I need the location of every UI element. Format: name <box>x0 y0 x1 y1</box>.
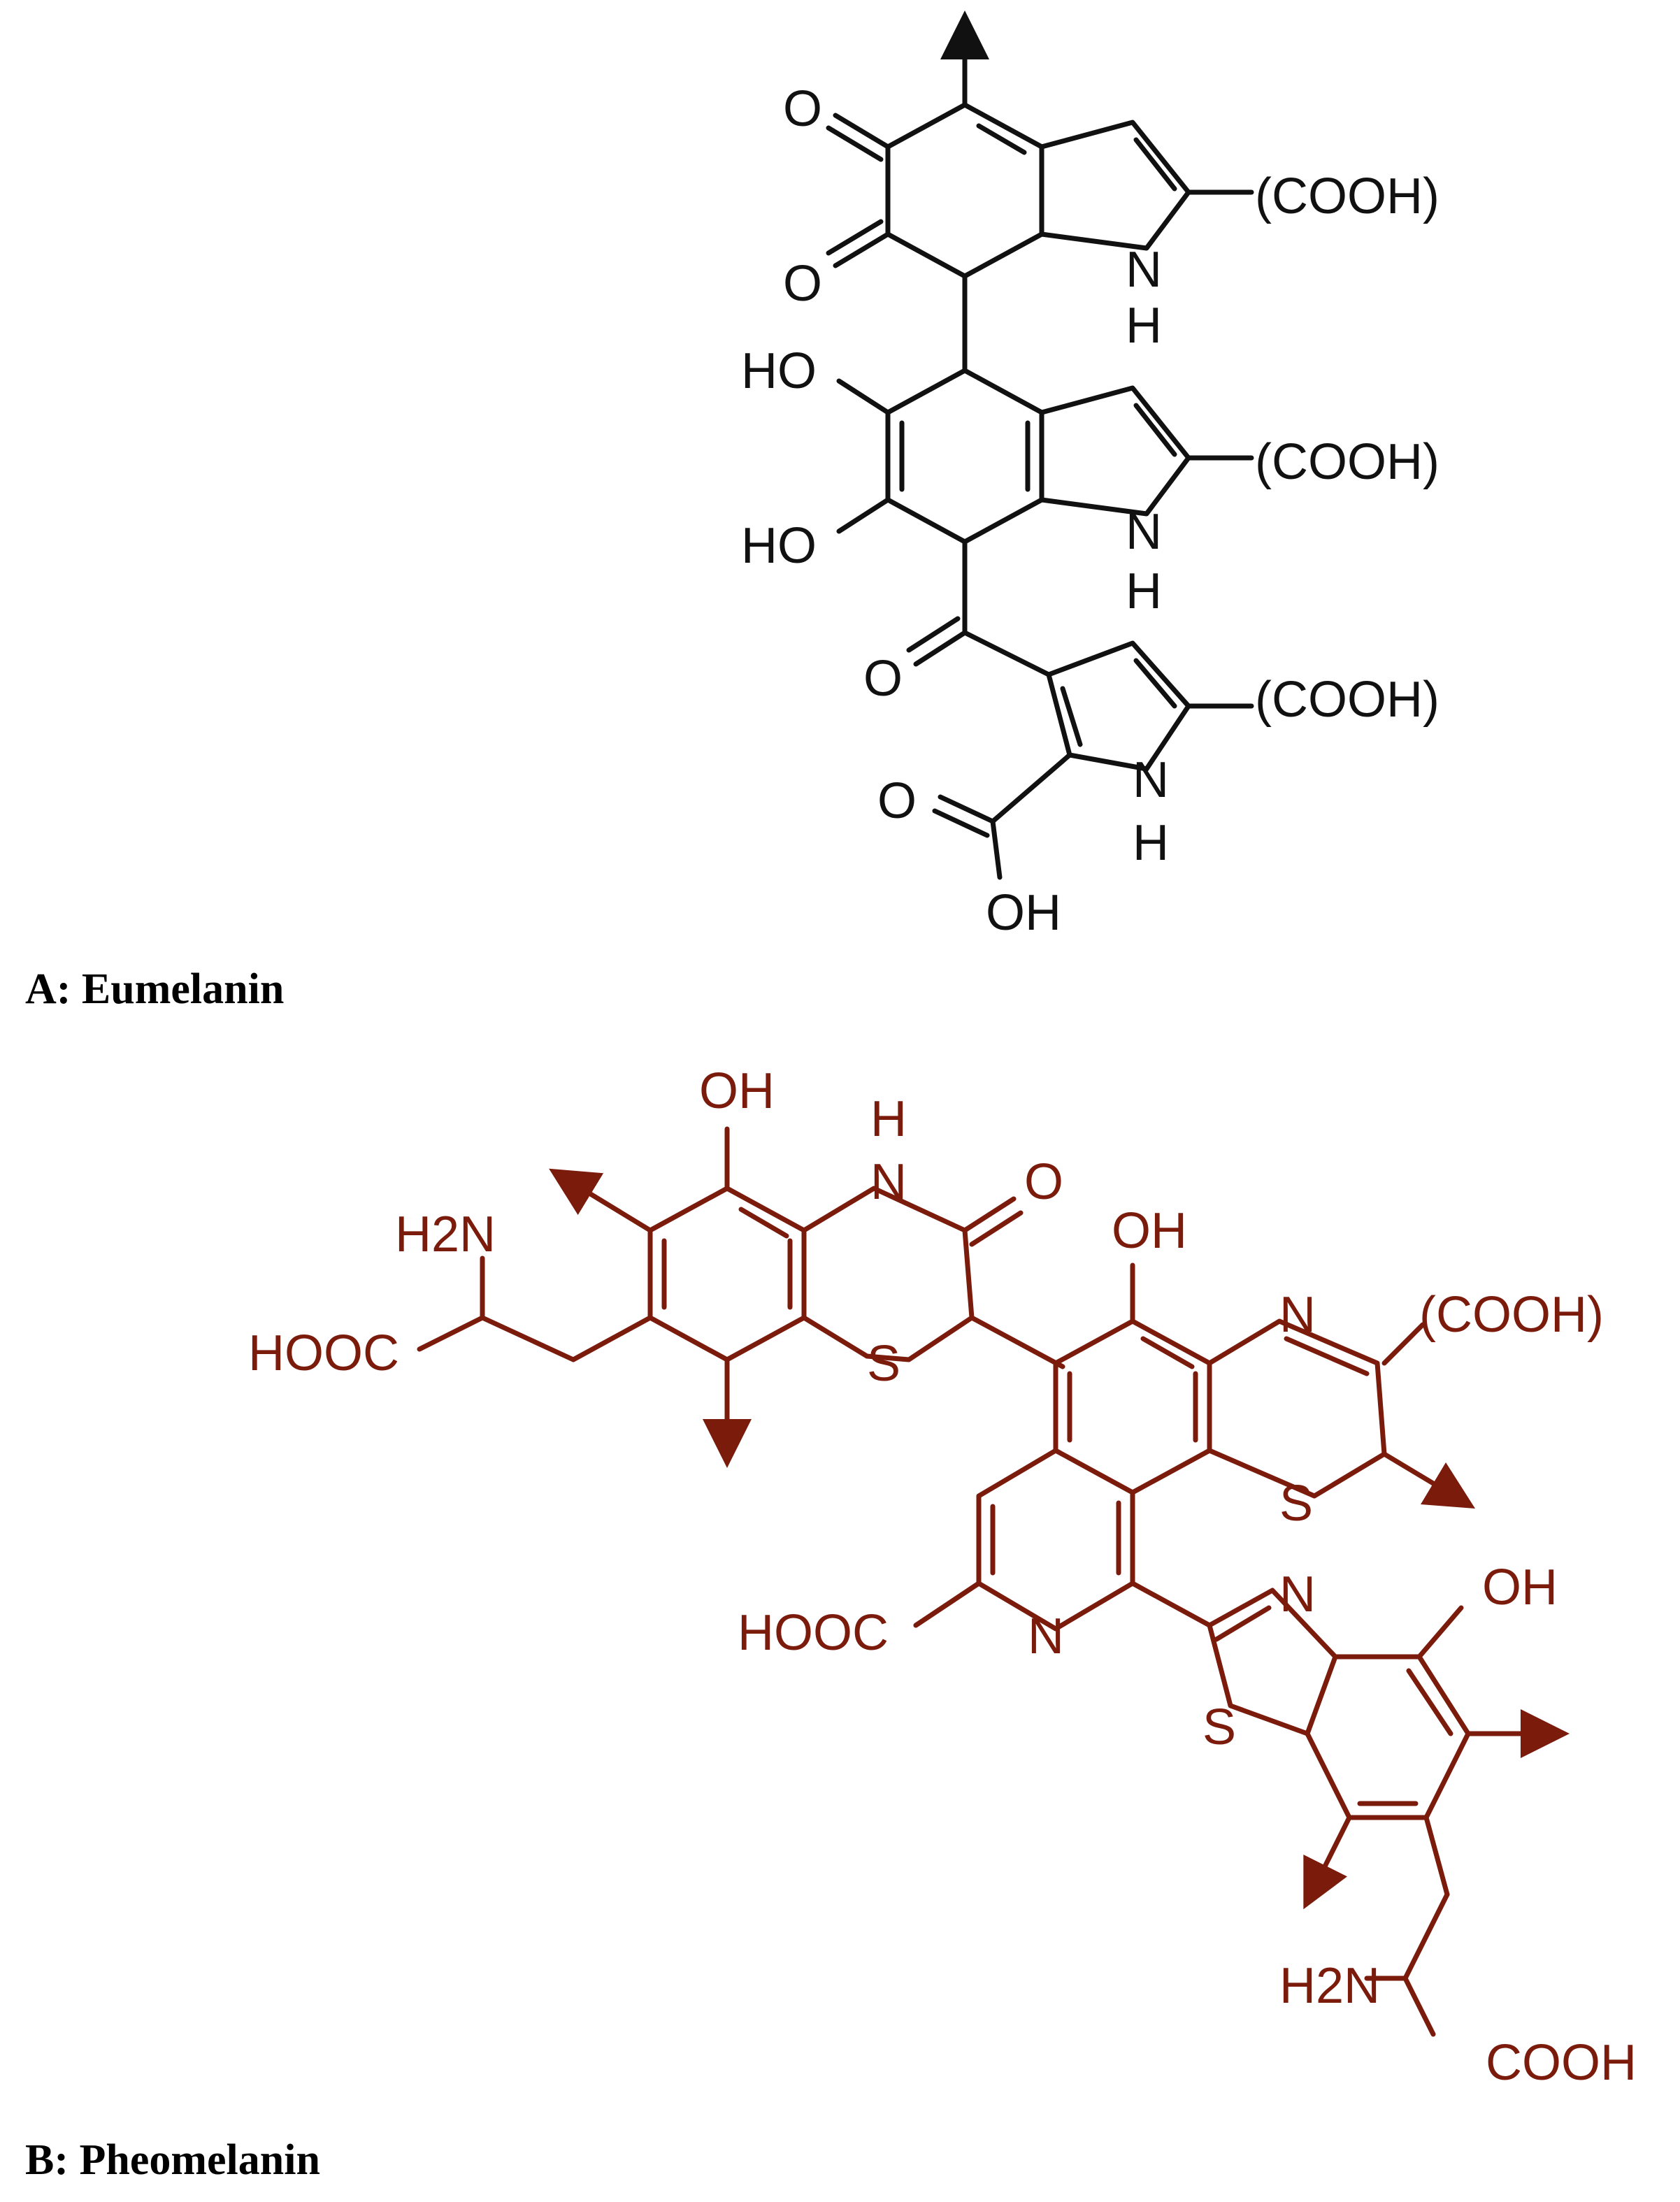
atom-label: O <box>783 256 822 312</box>
atom-label: H <box>870 1091 907 1147</box>
pheomelanin-bonds <box>417 1126 1570 2037</box>
caption-pheomelanin: B: Pheomelanin <box>25 2136 320 2184</box>
pheomelanin-atom-labels: OH H N O H2N HOOC S OH N (COOH) S HOOC N… <box>248 1063 1637 2091</box>
atom-label: O <box>877 773 917 829</box>
atom-label: N <box>1126 504 1162 560</box>
atom-label: (COOH) <box>1255 168 1440 224</box>
atom-label: H <box>1126 563 1162 619</box>
atom-label: S <box>1279 1476 1313 1532</box>
atom-label: OH <box>1112 1203 1187 1259</box>
atom-label: O <box>863 651 903 707</box>
atom-label: N <box>1279 1567 1316 1622</box>
atom-label: S <box>1202 1699 1236 1755</box>
atom-label: OH <box>699 1063 775 1119</box>
atom-label: H <box>1126 298 1162 354</box>
eumelanin-structure: O O (COOH) N H HO HO (COOH) N H O (COOH)… <box>741 10 1440 941</box>
atom-label: H2N <box>395 1207 496 1262</box>
atom-label: N <box>1279 1287 1316 1343</box>
atom-label: H <box>1133 815 1169 871</box>
atom-label: S <box>867 1336 900 1392</box>
atom-label: N <box>1133 752 1169 808</box>
atom-label: HO <box>741 518 817 574</box>
atom-label: H2N <box>1279 1958 1380 2014</box>
atom-label: HOOC <box>738 1605 889 1661</box>
atom-label: OH <box>1482 1560 1558 1615</box>
caption-eumelanin: A: Eumelanin <box>25 965 285 1013</box>
atom-label: COOH <box>1486 2035 1637 2091</box>
eumelanin-bonds <box>826 10 1254 880</box>
eumelanin-atom-labels: O O (COOH) N H HO HO (COOH) N H O (COOH)… <box>741 81 1440 941</box>
atom-label: (COOH) <box>1255 434 1440 490</box>
atom-label: HOOC <box>248 1325 399 1381</box>
atom-label: HO <box>741 343 817 399</box>
pheomelanin-structure: OH H N O H2N HOOC S OH N (COOH) S HOOC N… <box>248 1063 1637 2091</box>
atom-label: N <box>870 1154 907 1210</box>
atom-label: N <box>1126 242 1162 298</box>
atom-label: O <box>1024 1154 1063 1210</box>
atom-label: OH <box>986 885 1061 941</box>
atom-label: N <box>1028 1609 1064 1664</box>
atom-label: (COOH) <box>1255 672 1440 728</box>
atom-label: O <box>783 81 822 137</box>
atom-label: (COOH) <box>1419 1287 1604 1343</box>
